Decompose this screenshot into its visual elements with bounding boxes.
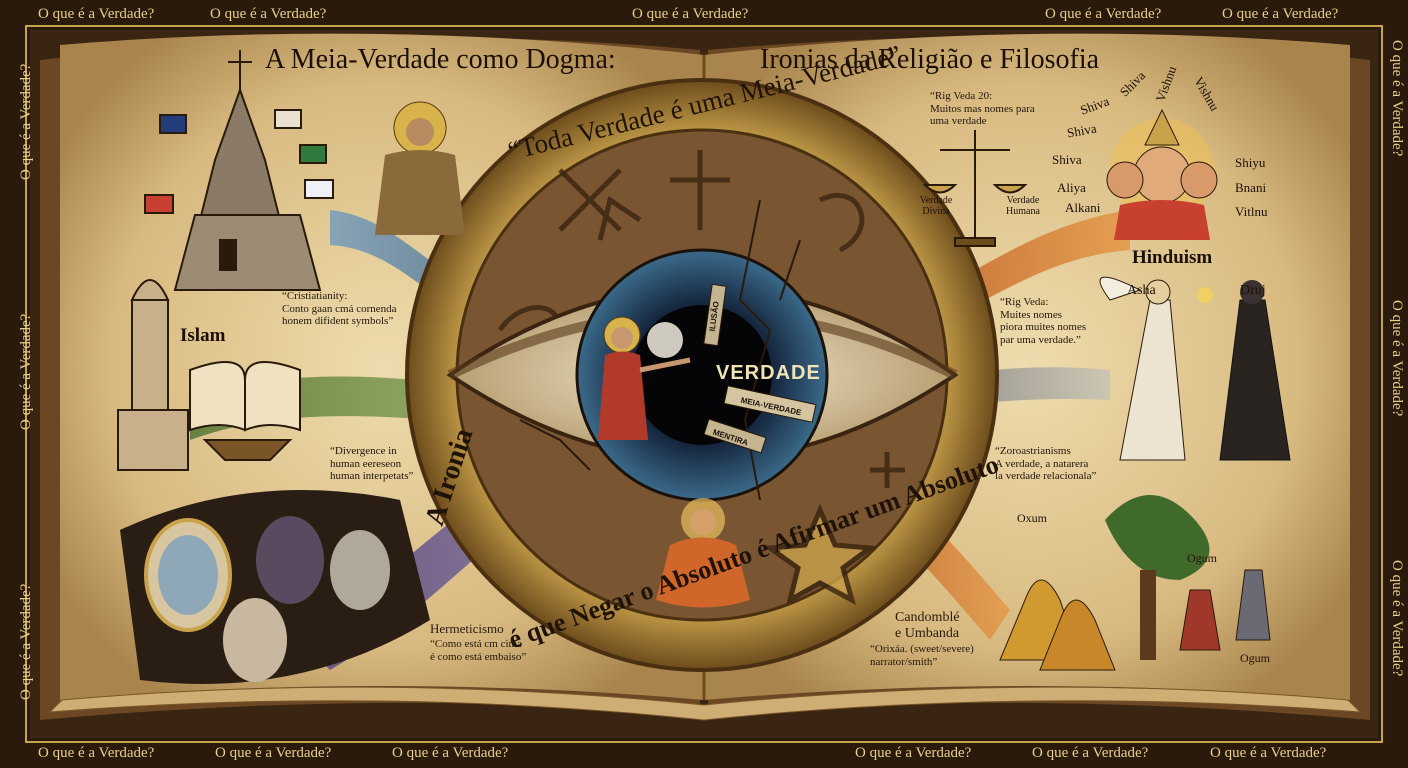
eye-center-word: VERDADE — [716, 362, 821, 384]
buddha-figure — [656, 498, 750, 608]
quote-line: “Como está cm cima — [430, 638, 522, 650]
asha-label: Asha — [1127, 283, 1156, 298]
deity-name: Vitlnu — [1235, 204, 1268, 219]
zoroastrianism-quote: “Zoroastrianisms A verdade, a natarera l… — [995, 445, 1096, 483]
hinduism-label: Hinduism — [1132, 247, 1213, 268]
border-text: O que é a Verdade? — [855, 745, 972, 761]
border-text: O que é a Verdade? — [1388, 300, 1405, 416]
quote-line: Conto gaan cmá cornenda — [282, 302, 397, 315]
jesus-figure — [598, 316, 691, 440]
candomble-quote: “Orixáa. (sweet/severe) narrator/smith” — [870, 643, 974, 668]
quote-line: Muitos mas nomes para — [930, 102, 1035, 115]
oxum-label: Oxum — [1017, 511, 1047, 525]
page-edges — [48, 686, 1362, 721]
druj-label: Druj — [1240, 283, 1266, 298]
scale-right-pan-label: Verdade Humana — [1006, 195, 1040, 217]
frame-line — [25, 25, 1383, 743]
deity-name: Aliya — [1057, 180, 1086, 195]
quote-line: “Divergence in — [330, 445, 397, 457]
quote-line: A verdade, a natarera — [995, 457, 1089, 470]
shard-mentira — [703, 418, 767, 454]
quote-line: human interpetats” — [330, 470, 414, 483]
border-text: O que é a Verdade? — [1032, 745, 1149, 761]
border-text: O que é a Verdade? — [18, 313, 34, 430]
medallion-symbols — [497, 150, 905, 606]
quote-line: “Orixáa. (sweet/severe) — [870, 643, 974, 655]
quote-line: piora muites nomes — [1000, 321, 1087, 334]
minaret-illustration — [117, 279, 189, 471]
quote-line: é como está embaiso” — [430, 650, 527, 663]
candomble-label-line: Candomblé — [895, 610, 960, 625]
hindu-deity-illustration — [1106, 108, 1218, 240]
border-text: O que é a Verdade? — [38, 745, 155, 761]
quote-line: uma verdade — [930, 115, 987, 128]
quote-line: human eereseon — [330, 457, 402, 470]
church-illustration — [144, 50, 334, 291]
quote-line: “Rig Veda 20: — [930, 90, 993, 102]
deity-name: Alkani — [1065, 200, 1101, 215]
border-text: O que é a Verdade? — [1045, 6, 1162, 22]
rigveda-quote: “Rig Veda: Muites nomes piora muites nom… — [1000, 296, 1086, 347]
hermetic-panel — [120, 490, 430, 684]
quote-line: narrator/smith” — [870, 655, 938, 668]
ogum-label: Ogum — [1187, 551, 1217, 565]
quote-line: la verdade relacionala” — [995, 470, 1097, 483]
border-text: O que é a Verdade? — [632, 6, 749, 22]
border-text: O que é a Verdade? — [18, 63, 34, 180]
deity-name: Bnani — [1235, 180, 1267, 195]
eye-highlight — [647, 322, 683, 358]
islam-label: Islam — [180, 325, 226, 346]
title-right: Ironias da Religião e Filosofia — [760, 44, 1100, 75]
border-text: O que é a Verdade? — [38, 6, 155, 22]
shard-ilusao — [703, 283, 727, 347]
border-text: O que é a Verdade? — [1210, 745, 1327, 761]
border-text: O que é a Verdade? — [210, 6, 327, 22]
shard-meia-verdade — [723, 385, 817, 423]
quote-line: par uma verdade.” — [1000, 333, 1081, 346]
deity-name: Shiyu — [1235, 155, 1266, 170]
quote-line: “Zoroastrianisms — [995, 445, 1071, 457]
deity-name: Shiva — [1052, 152, 1082, 167]
hermeticism-label: Hermeticismo — [430, 621, 504, 636]
candomble-label: Candomblé e Umbanda — [895, 610, 960, 642]
quote-line: “Rig Veda: — [1000, 296, 1049, 308]
quote-line: “Cristiatianity: — [282, 290, 348, 302]
christianity-quote: “Cristiatianity: Conto gaan cmá cornenda… — [282, 290, 397, 328]
asha-druj-illustration — [1099, 276, 1291, 461]
islam-quote: “Divergence in human eereseon human inte… — [330, 445, 413, 483]
border-text: O que é a Verdade? — [18, 583, 34, 700]
border-text: O que é a Verdade? — [392, 745, 509, 761]
quote-line: Muites nomes — [1000, 308, 1063, 321]
scale-left-pan-label: Verdade Divina — [919, 195, 953, 217]
candomble-label-line: e Umbanda — [895, 626, 960, 642]
quran-illustration — [189, 361, 301, 461]
border-text: O que é a Verdade? — [1222, 6, 1339, 22]
ogum-label: Ogum — [1240, 651, 1270, 665]
border-text: O que é a Verdade? — [215, 745, 332, 761]
border-text: O que é a Verdade? — [1388, 560, 1405, 676]
candomble-illustration — [999, 495, 1271, 671]
border-text: O que é a Verdade? — [1388, 40, 1405, 156]
title-left: A Meia-Verdade como Dogma: — [265, 44, 616, 75]
saint-illustration — [375, 101, 465, 235]
scales-quote: “Rig Veda 20: Muitos mas nomes para uma … — [930, 90, 1035, 128]
hermeticism-quote: “Como está cm cima é como está embaiso” — [430, 638, 526, 663]
quote-line: honem difident symbols” — [282, 315, 394, 328]
scales-illustration — [922, 130, 1028, 247]
